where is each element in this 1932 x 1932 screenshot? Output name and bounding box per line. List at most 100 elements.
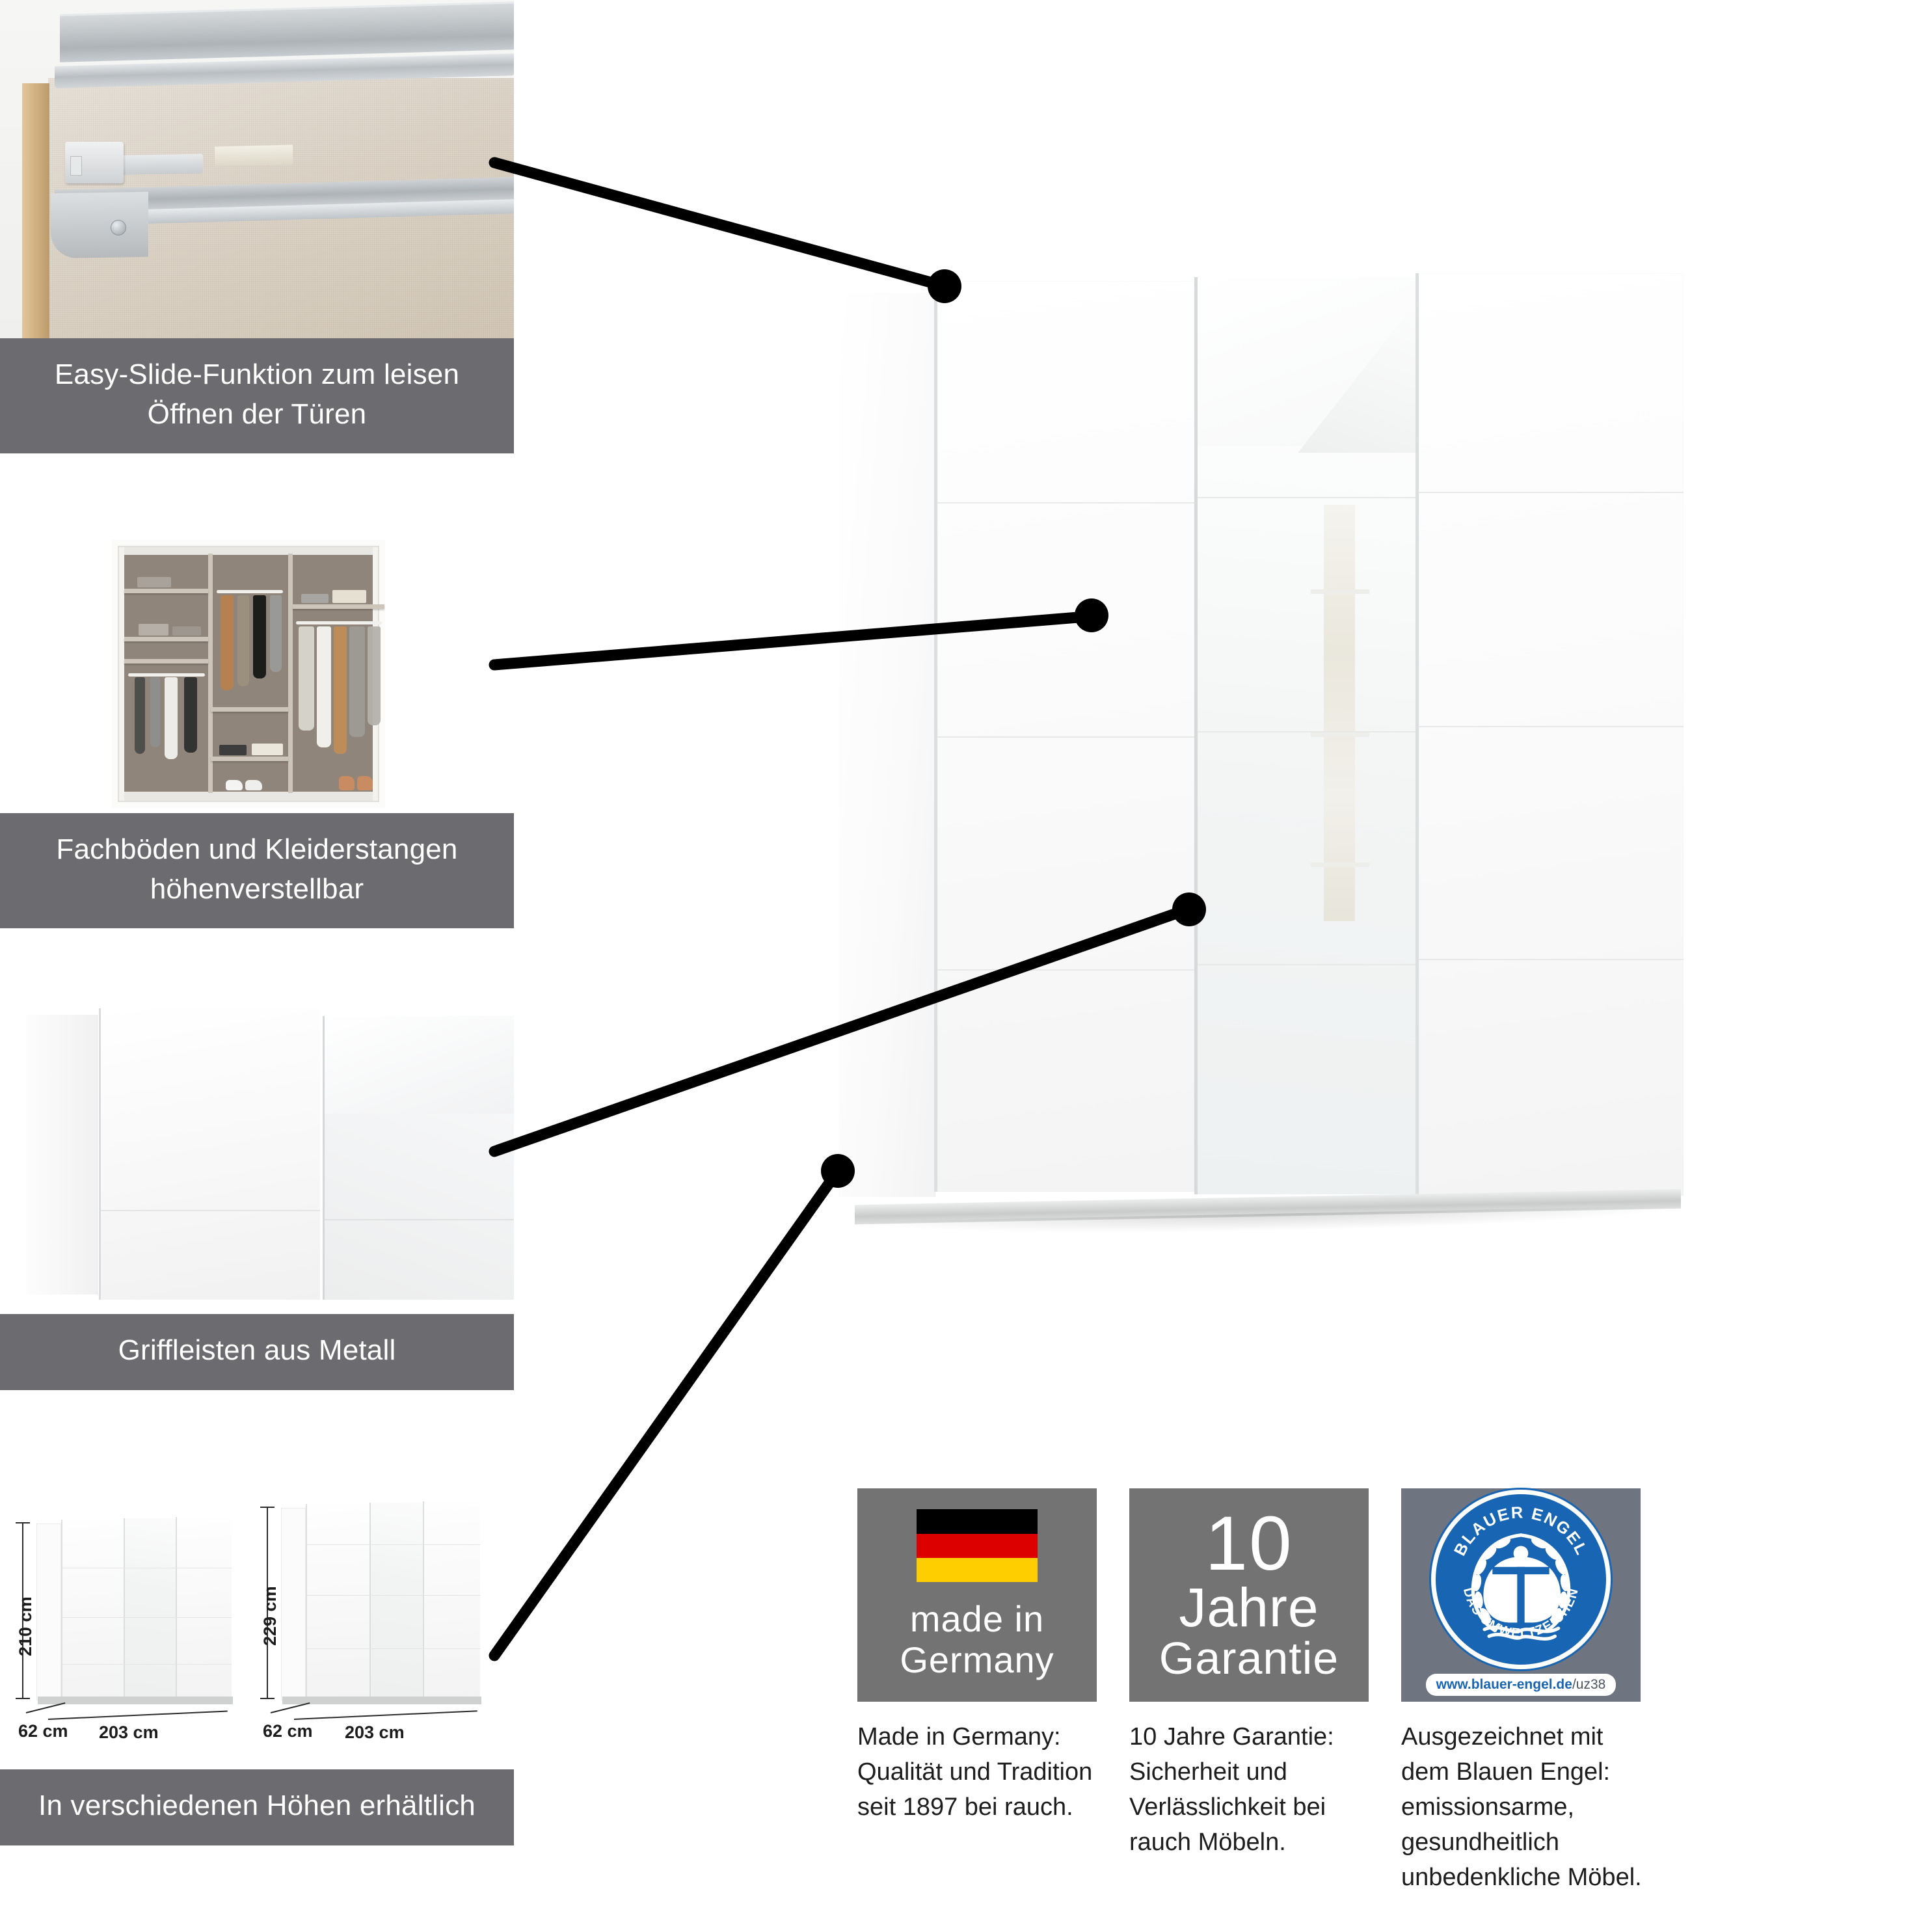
interior-clothes-rod [296, 621, 382, 624]
folded-clothes [252, 744, 283, 755]
interior-divider [208, 554, 213, 793]
wardrobe-door-mirror [1194, 277, 1415, 1194]
dimension-width-label: 203 cm [345, 1723, 405, 1742]
variant-plinth [38, 1697, 233, 1704]
interior-bottom-rail [124, 792, 373, 801]
shoes [339, 776, 355, 790]
variant-side-panel [36, 1523, 61, 1700]
hanging-garment [334, 626, 347, 754]
sliding-door-wardrobe-render [839, 260, 1698, 1239]
interior-clothes-rod [217, 590, 283, 593]
dimension-height-label: 210 cm [16, 1596, 35, 1656]
feature-caption-handles: Griffleisten aus Metall [0, 1314, 514, 1390]
folded-clothes [219, 745, 247, 755]
hanging-garment [317, 626, 331, 747]
dimension-depth-label: 62 cm [263, 1721, 313, 1741]
blauer-engel-url: www.blauer-engel.de/uz38 [1425, 1674, 1617, 1696]
variant-side-panel [281, 1508, 306, 1700]
hanging-garment [270, 595, 282, 672]
ten-year-warranty-tile: 10 Jahre Garantie [1129, 1488, 1369, 1702]
feature-tile-easy-slide: Easy-Slide-Funktion zum leisen Öffnen de… [0, 0, 514, 454]
wardrobe-side-panel [839, 293, 935, 1197]
shoes [226, 780, 243, 790]
interior-shelf [124, 589, 208, 593]
folded-clothes [301, 594, 329, 603]
badge-ten-year-warranty: 10 Jahre Garantie 10 Jahre Garantie: Sic… [1129, 1488, 1376, 1896]
interior-shelf [293, 604, 384, 609]
variant-door [423, 1501, 480, 1698]
mirror-reflection-strip [1324, 505, 1356, 921]
badge-description-made-in-germany: Made in Germany: Qualität und Tradition … [857, 1723, 1093, 1821]
sliding-door-rail-mechanism-photo [0, 0, 514, 338]
wardrobe-door-left [934, 281, 1194, 1192]
made-in-germany-tile: made in Germany [857, 1488, 1097, 1702]
badge-made-in-germany: made in Germany Made in Germany: Qualitä… [857, 1488, 1105, 1896]
german-flag-icon [917, 1509, 1038, 1583]
mirror-reflection-shelf [1311, 863, 1370, 867]
hanging-garment [184, 677, 197, 753]
interior-shelf [211, 757, 288, 761]
trust-badges-row: made in Germany Made in Germany: Qualitä… [857, 1488, 1801, 1896]
interior-top-rail [124, 547, 373, 555]
feature-caption-shelves: Fachböden und Kleiderstangen höhenverste… [0, 813, 514, 929]
hanging-garment [221, 595, 234, 690]
mirror-reflection-shelf [1311, 732, 1370, 737]
hanging-garment [165, 677, 178, 759]
folded-clothes [172, 626, 201, 636]
oak-edge-strip [22, 83, 49, 338]
dimension-line [22, 1522, 23, 1699]
hanging-garment [135, 677, 145, 754]
blauer-engel-seal-icon: BLAUER ENGEL DAS UMWELTZEICHEN [1436, 1494, 1606, 1665]
warranty-years-word: Jahre [1179, 1576, 1319, 1638]
dimension-height-label: 229 cm [260, 1586, 280, 1646]
hanging-garment [349, 626, 365, 737]
hanging-garment [150, 677, 160, 747]
mirror-reflection-shelf [1311, 589, 1370, 594]
hanging-garment [299, 626, 314, 731]
hanging-garment [253, 595, 266, 678]
sliding-door-mirror [323, 1016, 514, 1300]
variant-door [61, 1520, 124, 1700]
interior-clothes-rod [128, 673, 205, 677]
variant-plinth [282, 1697, 481, 1704]
hanging-garment [368, 626, 381, 725]
dimension-line [267, 1507, 268, 1699]
callout-line-heights [489, 1165, 844, 1661]
feature-caption-heights: In verschiedenen Höhen erhältlich [0, 1769, 514, 1845]
interior-shelf [211, 707, 288, 712]
made-in-germany-badge-text: made in Germany [900, 1599, 1054, 1680]
blauer-engel-url-main: www.blauer-engel.de [1436, 1677, 1572, 1692]
badge-line-1: made in [909, 1598, 1045, 1640]
soft-close-latch [215, 144, 293, 167]
sliding-door-front [99, 1008, 320, 1300]
folded-clothes [139, 624, 168, 636]
shoes [357, 776, 373, 790]
feature-tile-shelves: Fachböden und Kleiderstangen höhenverste… [0, 533, 514, 929]
interior-carcass [112, 540, 385, 808]
wardrobe-height-variants-photo: 210 cm 62 cm 203 cm [0, 1490, 514, 1769]
variant-door [176, 1517, 232, 1698]
interior-shelf [124, 637, 208, 641]
feature-tile-handles: Griffleisten aus Metall [0, 1002, 514, 1390]
variant-mirror-door [124, 1518, 176, 1699]
wardrobe-interior-shelves-photo [0, 533, 514, 813]
dimension-line [293, 1710, 477, 1720]
badge-blauer-engel: BLAUER ENGEL DAS UMWELTZEICHEN www.blaue… [1401, 1488, 1648, 1896]
dimension-depth-label: 62 cm [18, 1721, 68, 1741]
wardrobe-door-right [1415, 273, 1684, 1196]
interior-shelf [124, 659, 208, 664]
cabinet-side-panel [26, 1015, 98, 1295]
badge-description-warranty: 10 Jahre Garantie: Sicherheit und Verläs… [1129, 1723, 1334, 1856]
feature-caption-easy-slide: Easy-Slide-Funktion zum leisen Öffnen de… [0, 338, 514, 454]
metal-handle-strip-photo [0, 1002, 514, 1314]
bracket-screw [111, 220, 126, 235]
interior-back-wall [124, 547, 384, 801]
interior-divider [288, 554, 293, 793]
folded-clothes [137, 577, 171, 587]
ten-year-warranty-icon: 10 Jahre Garantie [1159, 1505, 1339, 1682]
badge-line-2: Germany [900, 1639, 1054, 1680]
blauer-engel-url-suffix: /uz38 [1572, 1677, 1606, 1692]
feature-tile-heights: 210 cm 62 cm 203 cm [0, 1490, 514, 1845]
variant-mirror-door [369, 1503, 423, 1699]
